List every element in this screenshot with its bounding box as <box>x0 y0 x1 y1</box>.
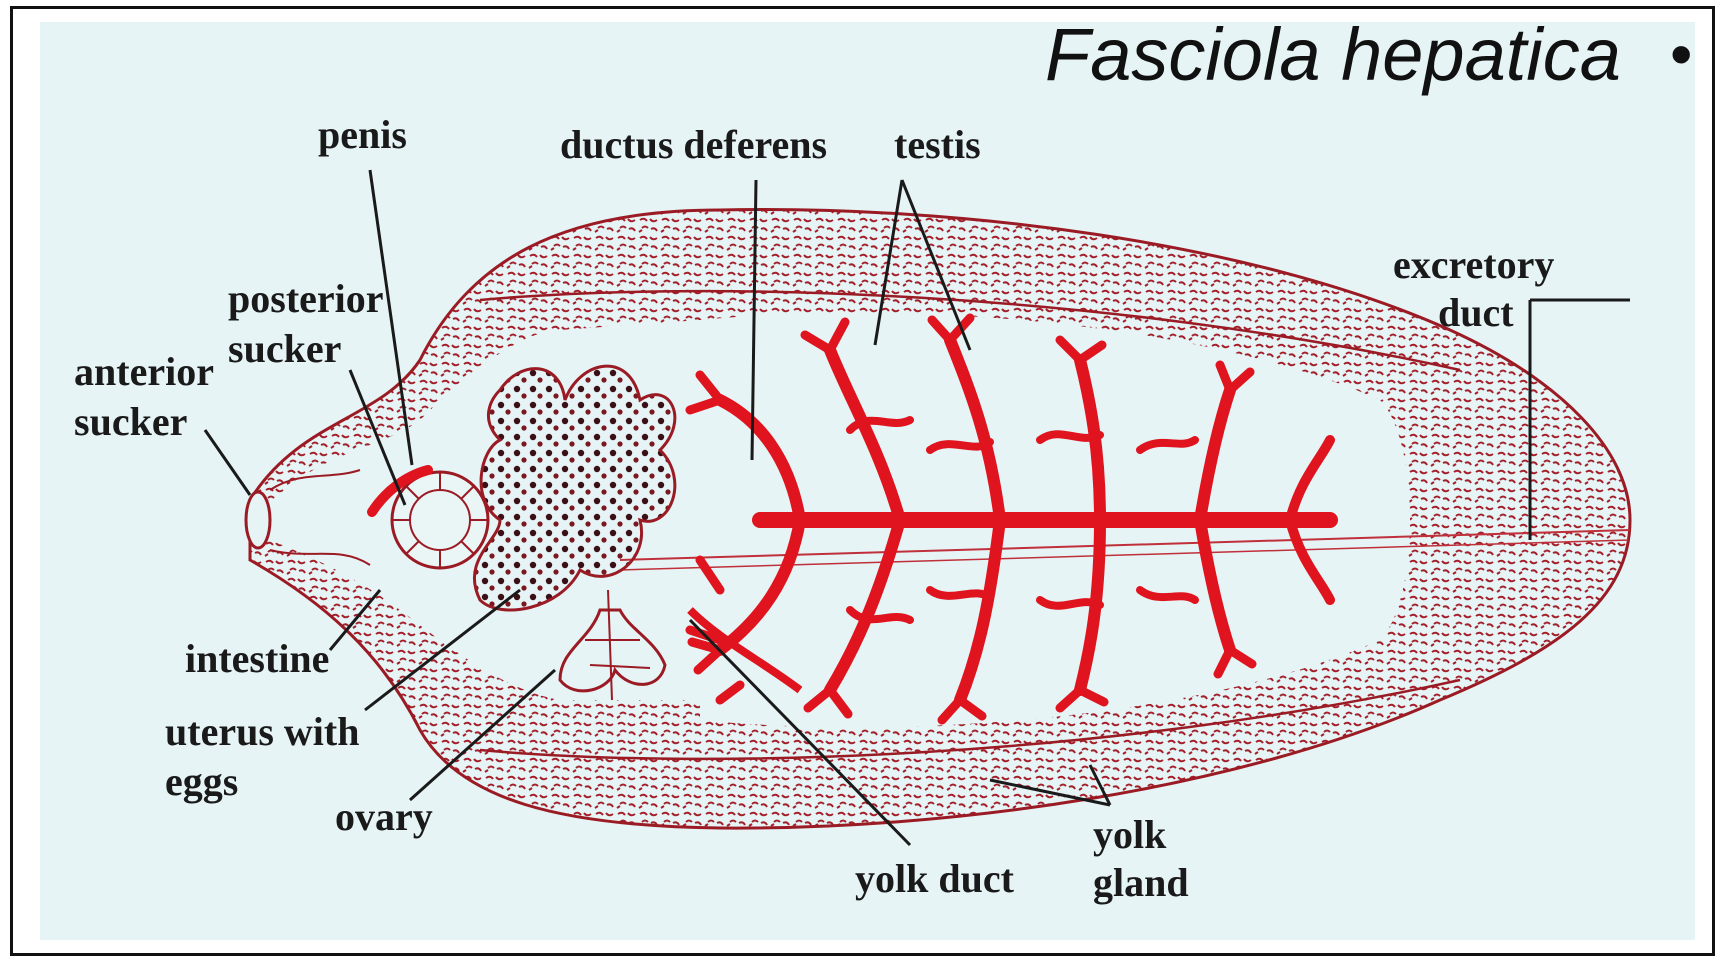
label-uterus-line2: eggs <box>165 759 238 804</box>
label-ductus-deferens: ductus deferens <box>560 122 827 167</box>
label-excretory-duct-line2: duct <box>1438 290 1514 335</box>
label-posterior-sucker-line2: sucker <box>228 326 341 371</box>
label-anterior-sucker-line1: anterior <box>74 349 214 394</box>
label-posterior-sucker-line1: posterior <box>228 276 384 321</box>
label-yolk-duct: yolk duct <box>855 856 1015 901</box>
label-yolk-gland-line1: yolk <box>1093 812 1167 857</box>
label-yolk-gland-line2: gland <box>1093 860 1189 905</box>
label-excretory-duct-line1: excretory <box>1393 242 1554 287</box>
label-anterior-sucker-line2: sucker <box>74 399 187 444</box>
label-testis: testis <box>894 122 981 167</box>
label-ovary: ovary <box>335 794 433 839</box>
posterior-sucker <box>392 472 488 568</box>
bullet-marker: • <box>1670 22 1692 86</box>
label-penis: penis <box>318 112 407 157</box>
label-intestine: intestine <box>185 636 329 681</box>
slide-title: Fasciola hepatica <box>1045 18 1621 92</box>
label-uterus-line1: uterus with <box>165 709 359 754</box>
